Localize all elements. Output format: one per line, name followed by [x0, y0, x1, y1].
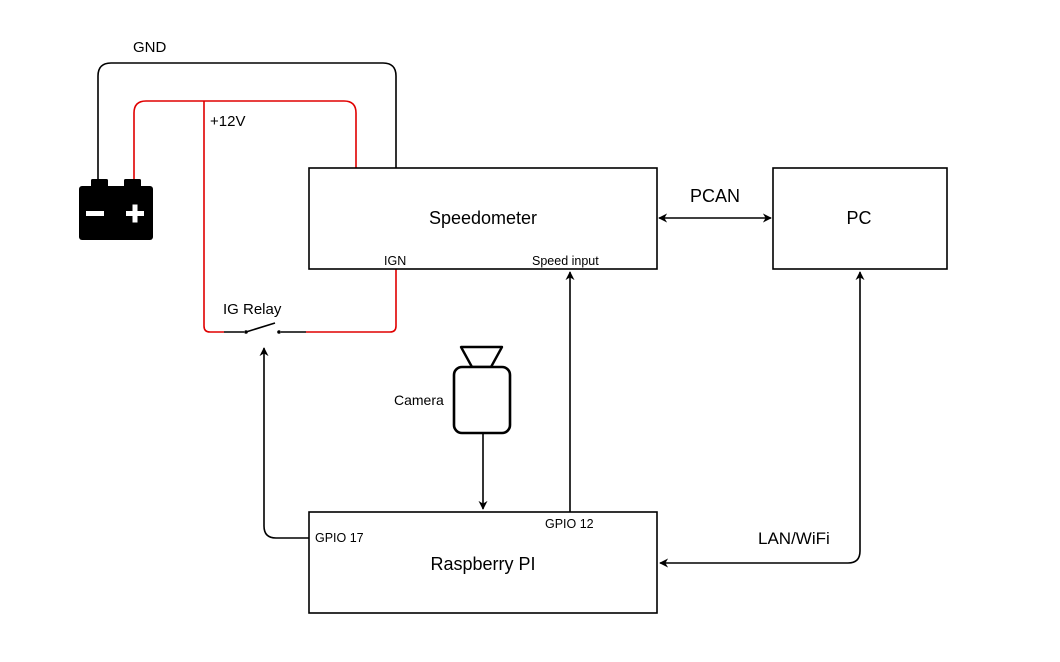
speed-input-port-label: Speed input	[532, 254, 599, 268]
switch-icon	[224, 322, 306, 334]
pc-title: PC	[846, 208, 871, 228]
speedometer-title: Speedometer	[429, 208, 537, 228]
battery-icon	[79, 179, 153, 240]
lan-wifi-label: LAN/WiFi	[758, 529, 830, 548]
camera-icon	[452, 345, 512, 435]
raspberry-pi-title: Raspberry PI	[430, 554, 535, 574]
ign-wire	[306, 269, 397, 333]
gpio12-port-label: GPIO 12	[545, 517, 594, 531]
raspberry-pi-box	[308, 511, 658, 614]
gnd-label: GND	[133, 39, 167, 56]
gpio17-port-label: GPIO 17	[315, 531, 364, 545]
ig-relay-label: IG Relay	[223, 301, 282, 318]
gnd-wire	[97, 62, 397, 180]
pc-box	[772, 167, 948, 270]
pcan-label: PCAN	[690, 186, 740, 206]
speedometer-box	[308, 167, 658, 270]
plus12v-wire	[133, 100, 357, 180]
gpio17-to-relay-arrow	[259, 347, 309, 539]
relay-feed-wire	[203, 101, 224, 333]
lan-wifi-link	[659, 271, 865, 568]
ign-port-label: IGN	[384, 254, 406, 268]
plus12v-label: +12V	[210, 113, 245, 130]
camera-label: Camera	[394, 392, 444, 408]
